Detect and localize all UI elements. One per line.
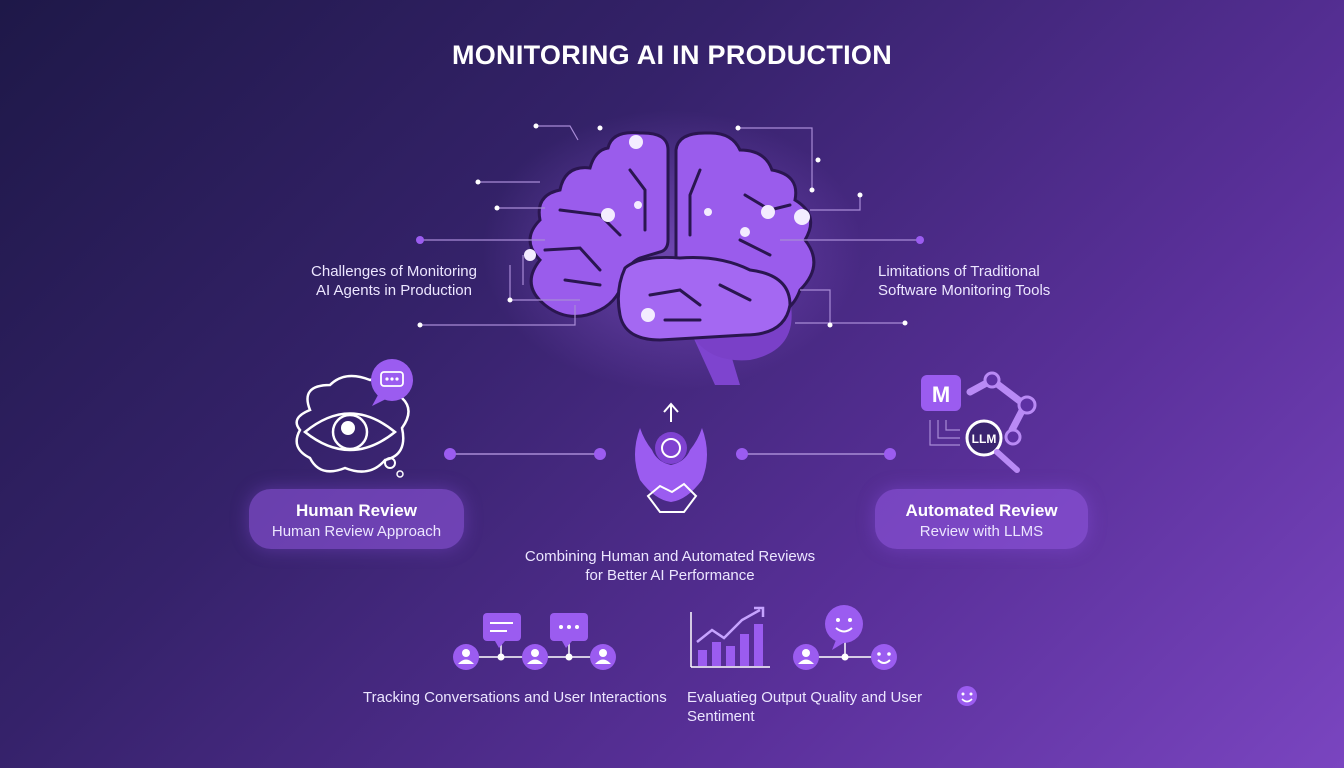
conversation-network-icon [453,613,616,670]
challenges-line-2: AI Agents in Production [316,282,472,299]
smiley-icon [957,686,977,706]
svg-text:M: M [932,382,950,407]
limitations-line-2: Software Monitoring Tools [878,282,1051,299]
combining-line-1: Combining Human and Automated Reviews [524,548,816,565]
brain-icon [416,110,924,390]
page-title: MONITORING AI IN PRODUCTION [451,40,893,70]
challenges-label: Challenges of Monitoring AI Agents in Pr… [300,262,488,300]
automated-review-title: Automated Review [905,501,1058,520]
sentiment-network-icon [793,605,897,670]
handshake-icon [635,402,707,513]
limitations-label: Limitations of Traditional Software Moni… [878,262,1098,300]
tracking-label: Tracking Conversations and User Interact… [363,689,667,706]
chat-bubble-icon [371,359,413,406]
eye-icon [295,374,410,478]
human-review-subtitle: Human Review Approach [271,523,442,540]
combining-label: Combining Human and Automated Reviews fo… [500,547,840,585]
magnifier-icon: LLM [929,419,1020,473]
trend-chart-icon [690,606,770,668]
automated-review-card: Automated Review Review with LLMS [875,489,1088,549]
evaluating-line-2: Sentiment [687,708,755,725]
robot-arm-icon [966,371,1037,446]
combining-line-2: for Better AI Performance [585,567,755,584]
svg-text:LLM: LLM [972,432,997,446]
limitations-line-1: Limitations of Traditional [878,263,1040,280]
m-logo-icon: M [921,375,961,411]
human-review-card: Human Review Human Review Approach [249,489,464,549]
connector-left [444,448,606,460]
automated-review-subtitle: Review with LLMS [919,523,1044,540]
evaluating-label: Evaluatieg Output Quality and User Senti… [687,688,937,726]
connector-right [736,448,896,460]
evaluating-line-1: Evaluatieg Output Quality and User [687,689,923,706]
human-review-title: Human Review [296,501,417,520]
challenges-line-1: Challenges of Monitoring [311,263,477,280]
